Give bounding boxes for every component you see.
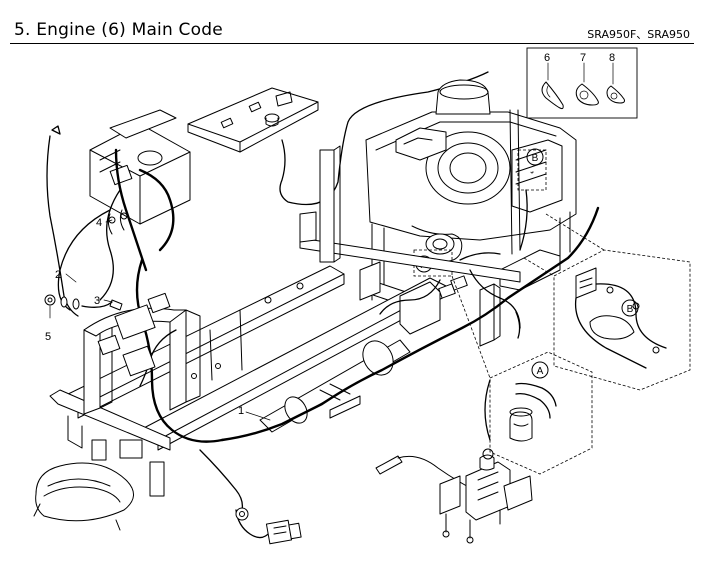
electrical-box <box>89 109 191 225</box>
harness-connectors <box>97 275 468 459</box>
detail-b-marker-label: B <box>532 153 539 164</box>
detail-a-inset: A <box>489 351 593 475</box>
callout-5: 5 <box>45 331 51 343</box>
seat-bracket <box>187 71 489 206</box>
callout-6: 6 <box>544 52 550 64</box>
detail-b-marker <box>526 148 544 166</box>
engine-block <box>365 79 577 315</box>
detail-a-leader <box>451 275 491 379</box>
model-code: SRA950F、SRA950 <box>587 28 690 41</box>
page-title: 5. Engine (6) Main Code <box>14 20 223 40</box>
ring-terminal-hole <box>239 511 245 517</box>
detail-b-leader <box>523 213 605 277</box>
clamp-inset: 6 7 8 <box>526 47 638 119</box>
callout-1: 1 <box>238 405 244 417</box>
detail-b-inset: B <box>553 249 691 391</box>
header-divider <box>10 43 694 44</box>
callout-8: 8 <box>609 52 615 64</box>
clamp-6-part <box>541 81 564 110</box>
clamp-8-part <box>606 85 625 104</box>
callout-2: 2 <box>55 269 61 281</box>
callout-3: 3 <box>94 295 100 307</box>
lever-linkage <box>375 379 533 544</box>
clamp-7-part <box>575 83 599 106</box>
detail-a-area <box>413 249 453 277</box>
ground-wire-parts <box>44 209 128 311</box>
front-headlight-cover <box>33 462 134 531</box>
detail-b-title: B <box>627 304 634 315</box>
callout-4: 4 <box>96 217 102 229</box>
detail-a-title: A <box>537 366 544 377</box>
plug-connector <box>265 519 302 545</box>
callout-7: 7 <box>580 52 586 64</box>
callout-leaders <box>49 219 271 421</box>
